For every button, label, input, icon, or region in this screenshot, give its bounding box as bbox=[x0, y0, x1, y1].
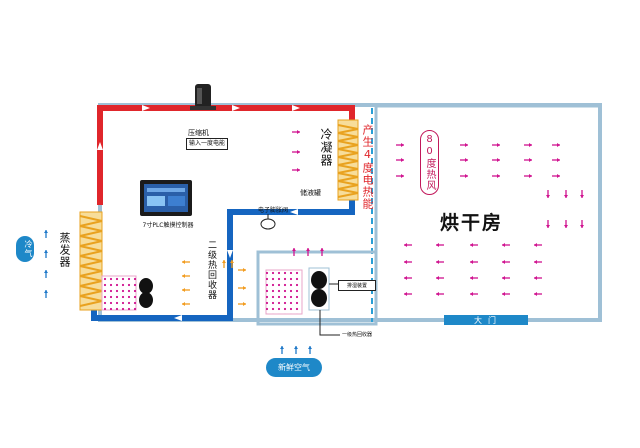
flow-arrow bbox=[580, 190, 584, 198]
cold-air-arrows bbox=[44, 230, 312, 354]
flow-arrow bbox=[396, 158, 404, 162]
flow-arrow bbox=[534, 260, 542, 264]
cold-arrow bbox=[44, 230, 48, 238]
recovery-arrow bbox=[222, 260, 226, 268]
exhaust-device-label: 排湿装置 bbox=[338, 280, 376, 291]
flow-arrow bbox=[524, 158, 532, 162]
heat-grid-left bbox=[101, 275, 137, 311]
flow-arrow bbox=[524, 143, 532, 147]
flow-arrow bbox=[564, 190, 568, 198]
valve-icon bbox=[260, 214, 276, 230]
flow-arrow bbox=[492, 158, 500, 162]
pipe-arrows bbox=[97, 105, 300, 321]
evaporator-coil bbox=[79, 211, 103, 311]
flow-arrow bbox=[320, 248, 324, 256]
flow-arrow bbox=[436, 276, 444, 280]
hot-air-label: 80度热风 bbox=[420, 130, 439, 195]
flow-arrow bbox=[502, 292, 510, 296]
cold-arrow bbox=[44, 270, 48, 278]
recovery-arrows bbox=[182, 260, 246, 306]
heat-grid-right bbox=[265, 269, 303, 315]
compressor-label: 压缩机 bbox=[188, 129, 209, 137]
hot-air-arrows bbox=[292, 130, 584, 296]
flow-arrow bbox=[470, 276, 478, 280]
flow-arrow bbox=[552, 174, 560, 178]
condenser-coil bbox=[337, 119, 359, 201]
flow-arrow bbox=[292, 248, 296, 256]
recovery-arrow bbox=[182, 302, 190, 306]
flow-arrow bbox=[470, 260, 478, 264]
flow-arrow bbox=[404, 243, 412, 247]
plc-screen-icon bbox=[140, 180, 192, 216]
compressor-icon bbox=[190, 84, 216, 110]
fresh-air-arrow bbox=[280, 346, 284, 354]
expansion-valve-label: 电子膨胀阀 bbox=[258, 207, 289, 214]
flow-arrow bbox=[492, 143, 500, 147]
flow-arrow bbox=[552, 143, 560, 147]
flow-arrow bbox=[564, 220, 568, 228]
flow-arrow bbox=[436, 260, 444, 264]
door-label: 大门 bbox=[474, 316, 502, 325]
flow-arrow bbox=[306, 248, 310, 256]
flow-arrow bbox=[546, 190, 550, 198]
cold-arrow bbox=[44, 290, 48, 298]
flow-arrow bbox=[404, 276, 412, 280]
liquid-receiver-label: 储液罐 bbox=[300, 189, 321, 197]
recovery-arrow bbox=[182, 288, 190, 292]
cold-pipe bbox=[91, 198, 355, 321]
flow-arrow bbox=[436, 292, 444, 296]
callout-primary bbox=[319, 310, 340, 336]
fresh-air-label: 新鲜空气 bbox=[266, 358, 322, 377]
flow-arrow bbox=[534, 243, 542, 247]
flow-arrow bbox=[436, 243, 444, 247]
flow-arrow bbox=[546, 220, 550, 228]
flow-arrow bbox=[524, 174, 532, 178]
flow-arrow bbox=[404, 260, 412, 264]
flow-arrow bbox=[502, 276, 510, 280]
condenser-label: 冷凝器 bbox=[319, 128, 333, 167]
recovery-arrow bbox=[238, 286, 246, 290]
flow-arrow bbox=[460, 174, 468, 178]
recovery-arrow bbox=[230, 260, 234, 268]
cold-arrow bbox=[44, 250, 48, 258]
cold-air-label: 冷气 bbox=[16, 236, 34, 262]
fresh-air-arrow bbox=[294, 346, 298, 354]
secondary-recovery-label: 二级热回收器 bbox=[206, 240, 216, 300]
door-band bbox=[444, 315, 528, 325]
plc-label: 7寸PLC触摸控制器 bbox=[142, 222, 194, 229]
flow-arrow bbox=[580, 220, 584, 228]
flow-arrow bbox=[534, 292, 542, 296]
drying-room-label: 烘干房 bbox=[440, 212, 504, 234]
flow-arrow bbox=[404, 292, 412, 296]
flow-arrow bbox=[502, 260, 510, 264]
flow-arrow bbox=[292, 168, 300, 172]
flow-arrow bbox=[396, 143, 404, 147]
recovery-arrow bbox=[182, 260, 190, 264]
primary-recovery-label: 一级热回收器 bbox=[342, 332, 373, 338]
fan-icon bbox=[139, 267, 330, 311]
evaporator-label: 蒸发器 bbox=[58, 232, 71, 268]
hot-pipe bbox=[97, 105, 355, 205]
recovery-arrow bbox=[238, 268, 246, 272]
flow-arrow bbox=[470, 243, 478, 247]
flow-arrow bbox=[502, 243, 510, 247]
flow-arrow bbox=[470, 292, 478, 296]
flow-arrow bbox=[460, 158, 468, 162]
recovery-arrow bbox=[182, 274, 190, 278]
flow-arrow bbox=[292, 130, 300, 134]
compressor-power-label: 输入一度电能 bbox=[186, 138, 228, 150]
recovery-chamber bbox=[256, 250, 378, 326]
flow-arrow bbox=[460, 143, 468, 147]
fresh-air-arrow bbox=[308, 346, 312, 354]
flow-arrow bbox=[292, 150, 300, 154]
recovery-arrow bbox=[238, 302, 246, 306]
flow-arrow bbox=[492, 174, 500, 178]
flow-arrow bbox=[396, 174, 404, 178]
flow-arrow bbox=[534, 276, 542, 280]
flow-arrow bbox=[552, 158, 560, 162]
heat-output-label: 产生4度电热能 bbox=[361, 124, 374, 210]
